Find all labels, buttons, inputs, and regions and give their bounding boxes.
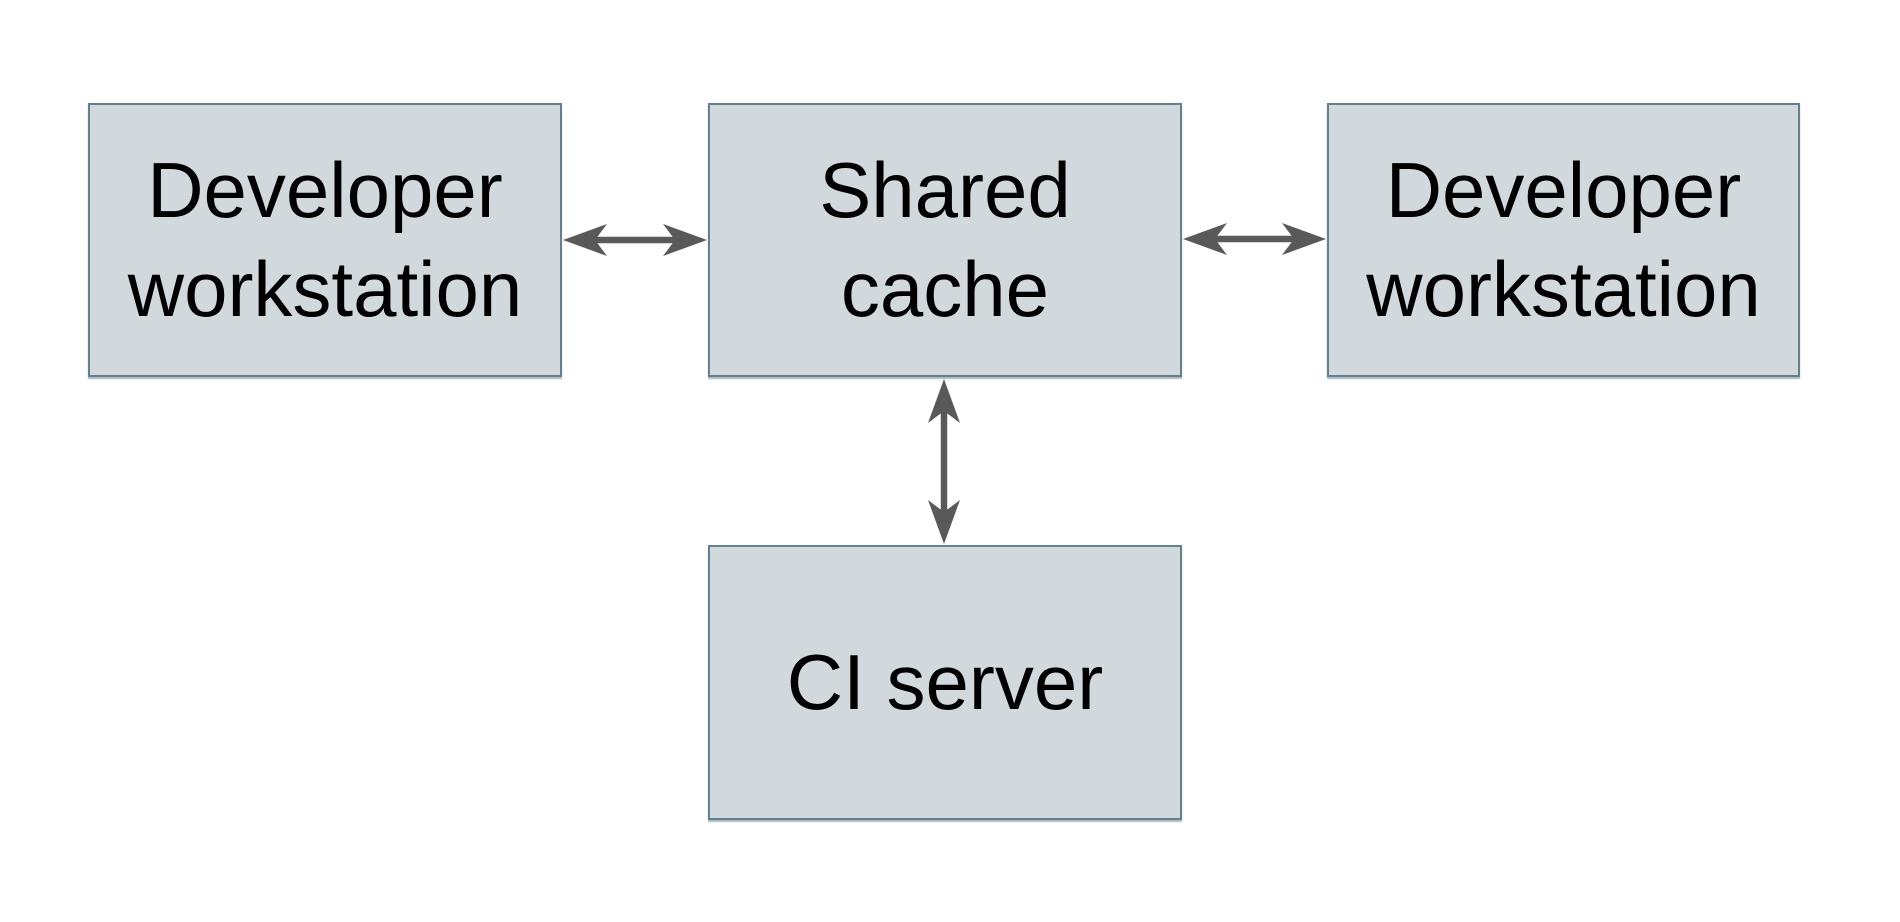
node-shared-cache: Shared cache bbox=[708, 103, 1182, 377]
node-label: Shared cache bbox=[819, 146, 1071, 333]
double-arrow-icon-shared-cache-to-dev-right bbox=[1183, 223, 1326, 255]
double-arrow-icon-shared-cache-to-ci-server bbox=[928, 379, 960, 544]
node-ci-server: CI server bbox=[708, 545, 1182, 820]
node-developer-workstation-right: Developer workstation bbox=[1327, 103, 1800, 377]
node-label: CI server bbox=[786, 638, 1104, 726]
node-label: Developer workstation bbox=[127, 146, 523, 333]
double-arrow-icon-dev-left-to-shared-cache bbox=[563, 224, 707, 256]
node-developer-workstation-left: Developer workstation bbox=[88, 103, 562, 377]
node-label: Developer workstation bbox=[1366, 146, 1761, 333]
